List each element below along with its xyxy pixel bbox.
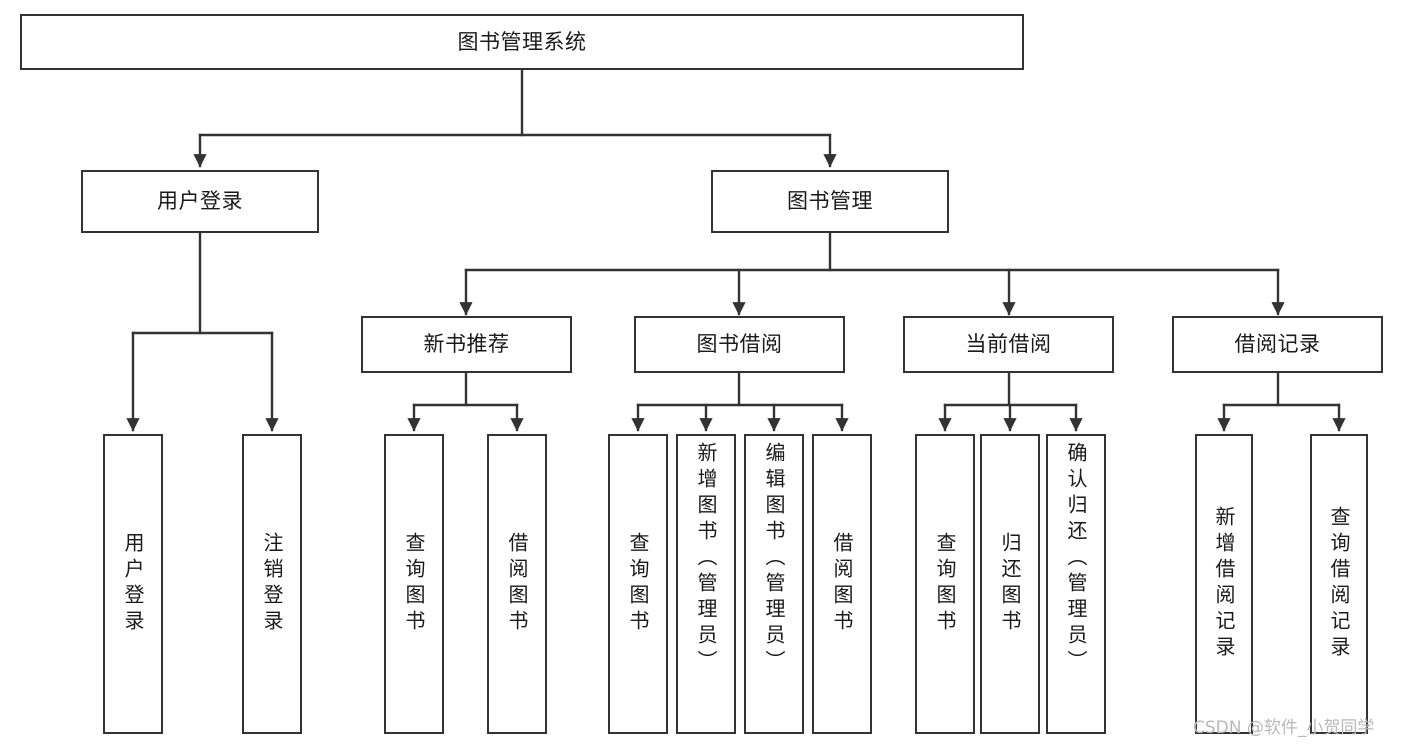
leaf-label: 借阅图书 bbox=[505, 532, 529, 636]
leaf-borrow-record-query-record[interactable]: 查询借阅记录 bbox=[1310, 434, 1368, 734]
node-borrow-record-label: 借阅记录 bbox=[1234, 332, 1321, 357]
node-book-management-label: 图书管理 bbox=[787, 189, 873, 214]
leaf-label: 新增借阅记录 bbox=[1212, 506, 1236, 662]
leaf-current-borrow-query-book[interactable]: 查询图书 bbox=[915, 434, 975, 734]
leaf-book-borrow-add-book-admin[interactable]: 新增图书（管理员） bbox=[676, 434, 736, 734]
leaf-user-login-logout[interactable]: 注销登录 bbox=[242, 434, 302, 734]
leaf-label: 新增图书（管理员） bbox=[694, 442, 718, 676]
node-current-borrow[interactable]: 当前借阅 bbox=[903, 316, 1114, 373]
leaf-current-borrow-confirm-return-admin[interactable]: 确认归还（管理员） bbox=[1046, 434, 1106, 734]
leaf-label: 查询图书 bbox=[626, 532, 650, 636]
leaf-book-borrow-borrow-book[interactable]: 借阅图书 bbox=[812, 434, 872, 734]
node-book-management[interactable]: 图书管理 bbox=[711, 170, 949, 233]
node-user-login-label: 用户登录 bbox=[157, 189, 243, 214]
leaf-label: 确认归还（管理员） bbox=[1064, 442, 1088, 676]
csdn-watermark: CSDN @软件_小贺同学 bbox=[1193, 718, 1375, 738]
node-new-book-recommend-label: 新书推荐 bbox=[423, 332, 510, 357]
leaf-label: 查询借阅记录 bbox=[1327, 506, 1351, 662]
node-root-label: 图书管理系统 bbox=[457, 29, 587, 54]
leaf-book-borrow-edit-book-admin[interactable]: 编辑图书（管理员） bbox=[744, 434, 804, 734]
leaf-label: 用户登录 bbox=[121, 532, 145, 636]
node-new-book-recommend[interactable]: 新书推荐 bbox=[361, 316, 572, 373]
leaf-label: 归还图书 bbox=[998, 532, 1022, 636]
node-borrow-record[interactable]: 借阅记录 bbox=[1172, 316, 1383, 373]
node-current-borrow-label: 当前借阅 bbox=[965, 332, 1052, 357]
node-book-borrow[interactable]: 图书借阅 bbox=[634, 316, 845, 373]
leaf-label: 查询图书 bbox=[933, 532, 957, 636]
node-user-login[interactable]: 用户登录 bbox=[81, 170, 319, 233]
leaf-borrow-record-add-record[interactable]: 新增借阅记录 bbox=[1195, 434, 1253, 734]
leaf-label: 注销登录 bbox=[260, 532, 284, 636]
leaf-label: 编辑图书（管理员） bbox=[762, 442, 786, 676]
node-book-borrow-label: 图书借阅 bbox=[696, 332, 783, 357]
leaf-book-borrow-query-book[interactable]: 查询图书 bbox=[608, 434, 668, 734]
leaf-label: 借阅图书 bbox=[830, 532, 854, 636]
leaf-new-book-borrow-book[interactable]: 借阅图书 bbox=[487, 434, 547, 734]
node-root[interactable]: 图书管理系统 bbox=[20, 14, 1024, 70]
leaf-current-borrow-return-book[interactable]: 归还图书 bbox=[980, 434, 1040, 734]
leaf-user-login-login[interactable]: 用户登录 bbox=[103, 434, 163, 734]
leaf-label: 查询图书 bbox=[402, 532, 426, 636]
leaf-new-book-query-book[interactable]: 查询图书 bbox=[384, 434, 444, 734]
